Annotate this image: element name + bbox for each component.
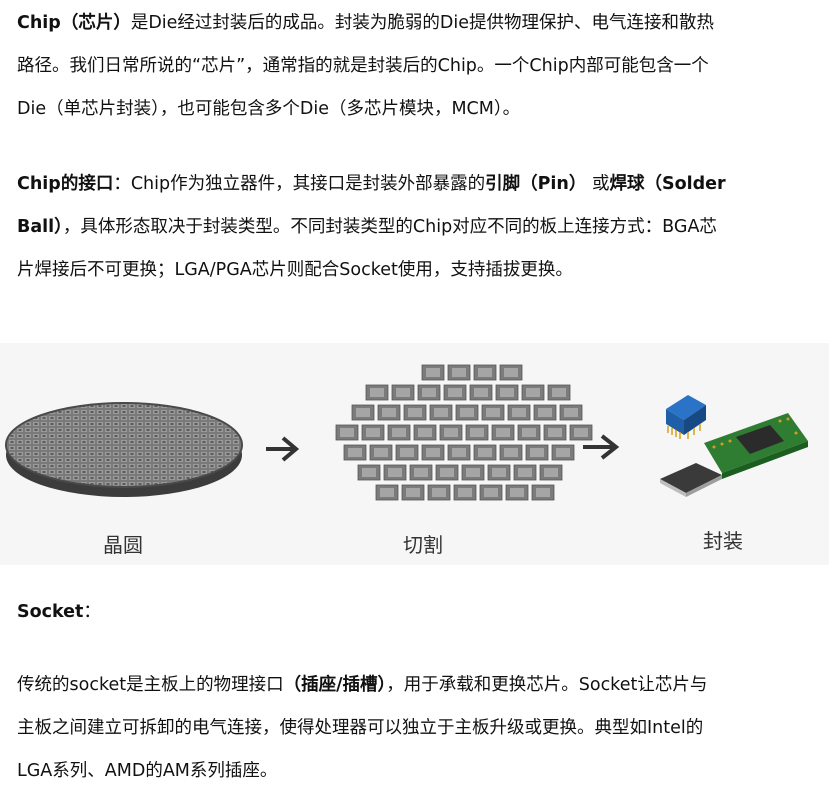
die-core <box>556 448 570 457</box>
die-core <box>370 388 384 397</box>
die-core <box>574 428 588 437</box>
die-core <box>374 448 388 457</box>
text-line: 主板之间建立可拆卸的电气连接，使得处理器可以独立于主板升级或更换。典型如Inte… <box>17 718 704 738</box>
paragraph-chip-definition: Chip（芯片）是Die经过封装后的成品。封装为脆弱的Die提供物理保护、电气连… <box>17 2 817 131</box>
term-socket: Socket <box>17 602 84 622</box>
die-core <box>552 388 566 397</box>
die-core <box>510 488 524 497</box>
caption-wafer: 晶圆 <box>103 533 143 557</box>
text-line: Socket： <box>17 591 817 634</box>
paragraph-chip-interface: Chip的接口：Chip作为独立器件，其接口是封装外部暴露的引脚（Pin） 或焊… <box>17 163 817 292</box>
die-core <box>408 408 422 417</box>
die-core <box>496 428 510 437</box>
term-socket-slot: （插座/插槽） <box>283 675 387 695</box>
die-core <box>356 408 370 417</box>
text-line: 传统的socket是主板上的物理接口（插座/插槽），用于承载和更换芯片。Sock… <box>17 664 817 707</box>
die-core <box>522 428 536 437</box>
die-core <box>538 408 552 417</box>
die-core <box>418 428 432 437</box>
die-core <box>530 448 544 457</box>
die-core <box>526 388 540 397</box>
text-line: Die（单芯片封装），也可能包含多个Die（多芯片模块，MCM）。 <box>17 99 521 119</box>
die-core <box>500 388 514 397</box>
text-line: Ball），具体形态取决于封装类型。不同封装类型的Chip对应不同的板上连接方式… <box>17 206 817 249</box>
caption-packaging: 封装 <box>703 529 743 553</box>
text-span: ： <box>83 602 101 622</box>
die-core <box>414 468 428 477</box>
text-line: Chip（芯片）是Die经过封装后的成品。封装为脆弱的Die提供物理保护、电气连… <box>17 2 817 45</box>
die-core <box>474 388 488 397</box>
heading-socket: Socket： <box>17 591 817 634</box>
text-span: 或 <box>591 174 610 194</box>
die-core <box>366 428 380 437</box>
die-core <box>486 408 500 417</box>
die-core <box>426 368 440 377</box>
die-core <box>362 468 376 477</box>
die-core <box>564 408 578 417</box>
die-core <box>458 488 472 497</box>
text-span: ：Chip作为独立器件，其接口是封装外部暴露的 <box>113 174 486 194</box>
term-pin: 引脚（Pin） <box>485 174 587 194</box>
die-core <box>406 488 420 497</box>
die-core <box>382 408 396 417</box>
die-core <box>518 468 532 477</box>
text-span: ，具体形态取决于封装类型。不同封装类型的Chip对应不同的板上连接方式：BGA芯 <box>62 217 717 237</box>
die-core <box>544 468 558 477</box>
die-core <box>448 388 462 397</box>
packaged-chips-image <box>660 395 808 497</box>
term-solder-ball: 焊球（Solder <box>609 174 726 194</box>
text-line: LGA系列、AMD的AM系列插座。 <box>17 761 278 781</box>
term-chip: Chip（芯片） <box>17 13 131 33</box>
arrow-right-icon <box>583 434 620 460</box>
die-core <box>400 448 414 457</box>
text-line: Chip的接口：Chip作为独立器件，其接口是封装外部暴露的引脚（Pin） 或焊… <box>17 163 817 206</box>
term-ball: Ball） <box>17 217 63 237</box>
die-core <box>504 368 518 377</box>
die-core <box>504 448 518 457</box>
text-span: 传统的socket是主板上的物理接口 <box>17 675 284 695</box>
text-span: 是Die经过封装后的成品。封装为脆弱的Die提供物理保护、电气连接和散热 <box>130 13 715 33</box>
die-core <box>392 428 406 437</box>
arrow-right-icon <box>266 436 300 462</box>
process-illustration <box>5 364 808 501</box>
die-core <box>348 448 362 457</box>
die-core <box>470 428 484 437</box>
die-core <box>432 488 446 497</box>
die-core <box>388 468 402 477</box>
die-core <box>422 388 436 397</box>
die-core <box>460 408 474 417</box>
die-core <box>434 408 448 417</box>
die-core <box>492 468 506 477</box>
die-core <box>466 468 480 477</box>
die-core <box>484 488 498 497</box>
die-core <box>512 408 526 417</box>
die-core <box>340 428 354 437</box>
die-core <box>478 368 492 377</box>
die-core <box>444 428 458 437</box>
die-core <box>536 488 550 497</box>
die-core <box>452 368 466 377</box>
text-line: 片焊接后不可更换；LGA/PGA芯片则配合Socket使用，支持插拔更换。 <box>17 260 573 280</box>
process-figure: 晶圆 切割 封装 <box>0 343 829 565</box>
die-core <box>478 448 492 457</box>
text-span: ，用于承载和更换芯片。Socket让芯片与 <box>386 675 708 695</box>
die-core <box>396 388 410 397</box>
die-core <box>452 448 466 457</box>
term-chip-interface: Chip的接口 <box>17 174 114 194</box>
die-core <box>440 468 454 477</box>
wafer-image <box>5 402 243 497</box>
paragraph-socket-description: 传统的socket是主板上的物理接口（插座/插槽），用于承载和更换芯片。Sock… <box>17 664 817 793</box>
text-line: 路径。我们日常所说的“芯片”，通常指的就是封装后的Chip。一个Chip内部可能… <box>17 56 709 76</box>
die-core <box>548 428 562 437</box>
die-core <box>380 488 394 497</box>
die-core <box>426 448 440 457</box>
diced-dies-image <box>335 364 593 501</box>
caption-dicing: 切割 <box>403 533 443 557</box>
